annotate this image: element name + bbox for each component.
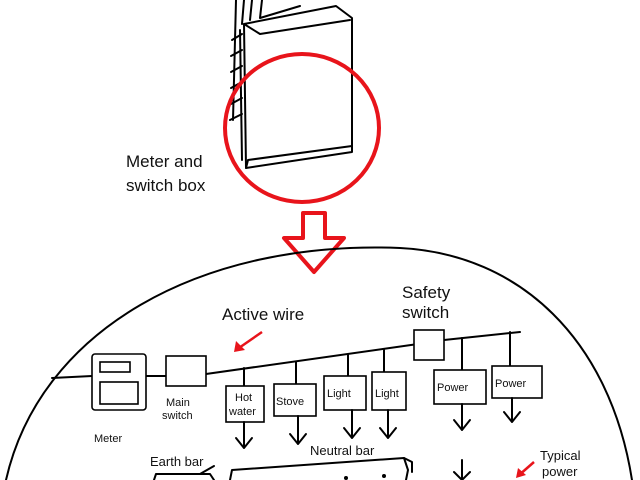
circuit-hot-water: Hot water xyxy=(225,367,265,449)
main-switch-label-line1: Main xyxy=(166,397,190,409)
circuit-label: Light xyxy=(375,388,399,400)
neutral-bar-label: Neutral bar xyxy=(310,443,375,458)
safety-switch-box xyxy=(413,329,445,361)
circuit-label: Power xyxy=(437,382,469,394)
meter-switch-box xyxy=(239,5,353,169)
earth-bar xyxy=(153,465,215,480)
main-switch-label: Main switch xyxy=(162,397,193,422)
circuit-light-1: Light xyxy=(323,353,367,439)
active-wire xyxy=(51,331,521,379)
meter-switch-box-label: Meter and switch box xyxy=(126,152,207,195)
circuit-power-2: Power xyxy=(491,331,543,423)
meter-switch-box-label-line2: switch box xyxy=(126,176,206,195)
circuit-label-line1: Hot xyxy=(235,392,252,404)
circuit-label: Hot water xyxy=(228,392,256,418)
typical-power-label: Typical power xyxy=(540,448,584,479)
main-switch-box xyxy=(165,355,207,387)
zoom-arrow-icon xyxy=(282,211,346,274)
circuit-label-line2: water xyxy=(228,406,256,418)
typical-power-label-line1: Typical xyxy=(540,448,581,463)
active-wire-label: Active wire xyxy=(222,305,304,324)
circuit-label: Light xyxy=(327,388,351,400)
circuit-power-1: Power xyxy=(433,337,487,431)
meter-icon xyxy=(91,353,147,411)
main-switch-label-line2: switch xyxy=(162,410,193,422)
typical-power-label-line2: power xyxy=(542,464,578,479)
meter-label: Meter xyxy=(94,433,122,445)
meter-switch-box-label-line1: Meter and xyxy=(126,152,203,171)
highlight-circle xyxy=(223,52,381,204)
neutral-bar xyxy=(229,457,413,480)
safety-switch-label-line1: Safety xyxy=(402,283,451,302)
circuit-stove: Stove xyxy=(273,361,317,445)
circuit-light-2: Light xyxy=(371,349,407,439)
safety-switch-label-line2: switch xyxy=(402,303,449,322)
circuit-label: Power xyxy=(495,378,527,390)
typical-power-pointer-icon xyxy=(516,461,535,478)
earth-bar-label: Earth bar xyxy=(150,454,204,469)
safety-switch-label: Safety switch xyxy=(402,283,455,322)
detail-oval-outline xyxy=(5,246,633,480)
active-wire-pointer-icon xyxy=(234,330,263,352)
typical-power-arrow-icon xyxy=(453,459,471,480)
circuit-label: Stove xyxy=(276,396,304,408)
wall-conduit xyxy=(229,0,301,121)
